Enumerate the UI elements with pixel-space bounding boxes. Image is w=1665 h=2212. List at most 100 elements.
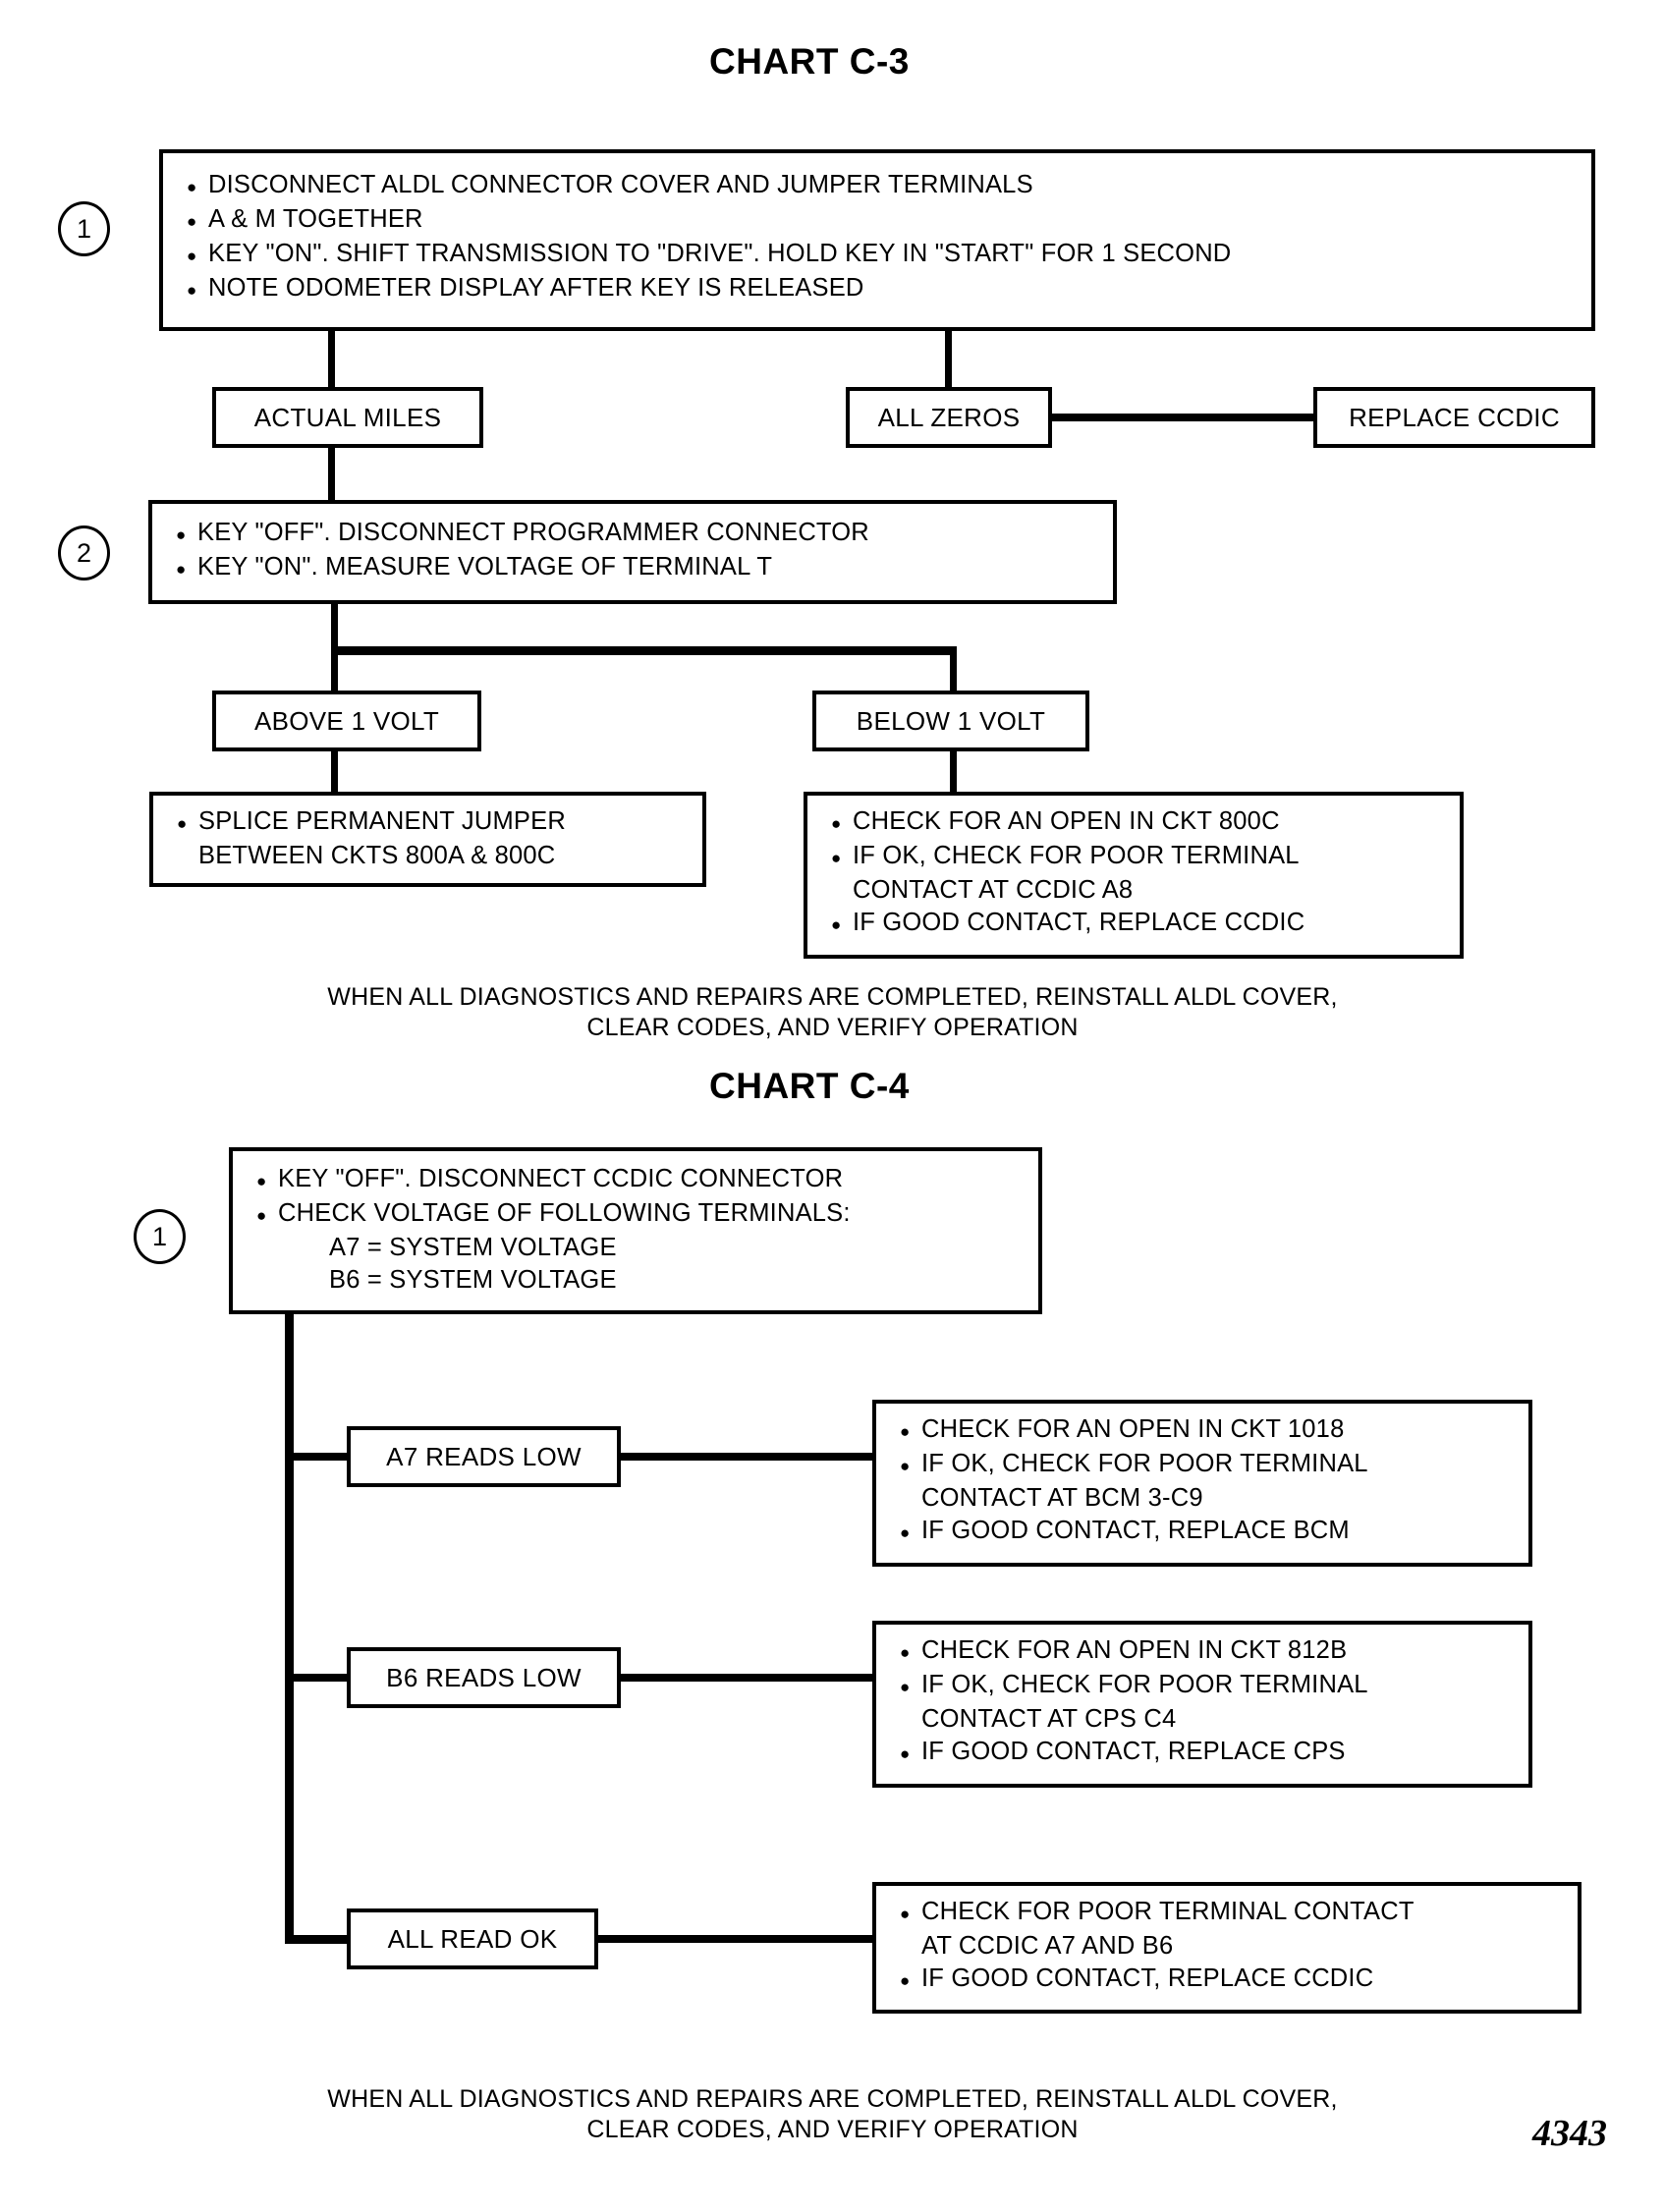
chart-c3-step-1-box: DISCONNECT ALDL CONNECTOR COVER AND JUMP…: [159, 149, 1595, 331]
bullet-icon: [256, 1163, 278, 1197]
footnote-line: CLEAR CODES, AND VERIFY OPERATION: [586, 1014, 1079, 1041]
connector-vertical: [328, 448, 335, 500]
instruction-line: CHECK FOR AN OPEN IN CKT 1018: [900, 1413, 1519, 1448]
connector-horizontal: [621, 1453, 876, 1461]
result-label: REPLACE CCDIC: [1349, 402, 1560, 432]
footnote-line: CLEAR CODES, AND VERIFY OPERATION: [586, 2116, 1079, 2143]
chart-c4-result-ok-box: CHECK FOR POOR TERMINAL CONTACT AT CCDIC…: [872, 1882, 1582, 2014]
instruction-line: CONTACT AT CPS C4: [921, 1705, 1177, 1733]
connector-horizontal: [1052, 414, 1313, 421]
bullet-icon: [187, 169, 208, 203]
connector-vertical: [331, 604, 338, 653]
connector-vertical: [331, 646, 338, 691]
bullet-icon: [900, 1736, 921, 1770]
footnote-line: WHEN ALL DIAGNOSTICS AND REPAIRS ARE COM…: [327, 2085, 1338, 2113]
branch-label: ACTUAL MILES: [253, 402, 442, 432]
connector-vertical: [950, 646, 957, 691]
branch-label: A7 READS LOW: [386, 1441, 582, 1471]
instruction-line: IF GOOD CONTACT, REPLACE CPS: [900, 1736, 1519, 1770]
branch-label: B6 READS LOW: [386, 1662, 582, 1692]
instruction-line: B6 = SYSTEM VOLTAGE: [329, 1266, 617, 1294]
bullet-icon: [831, 805, 853, 840]
branch-label: ABOVE 1 VOLT: [253, 705, 440, 736]
connector-vertical: [331, 751, 338, 796]
instruction-line: IF OK, CHECK FOR POOR TERMINAL: [900, 1669, 1519, 1703]
chart-c4-result-a7-box: CHECK FOR AN OPEN IN CKT 1018 IF OK, CHE…: [872, 1400, 1532, 1567]
instruction-line: KEY "OFF". DISCONNECT PROGRAMMER CONNECT…: [176, 517, 1103, 551]
chart-c3-footnote: WHEN ALL DIAGNOSTICS AND REPAIRS ARE COM…: [0, 982, 1665, 1043]
instruction-line: IF GOOD CONTACT, REPLACE CCDIC: [831, 907, 1450, 941]
chart-c4-step-1-marker: 1: [134, 1209, 186, 1264]
chart-c4-step-1-box: KEY "OFF". DISCONNECT CCDIC CONNECTOR CH…: [229, 1147, 1042, 1314]
instruction-line: CHECK VOLTAGE OF FOLLOWING TERMINALS:: [256, 1197, 1028, 1232]
bullet-icon: [900, 1963, 921, 1997]
chart-c4-title: CHART C-4: [709, 1066, 910, 1106]
chart-c4-footnote: WHEN ALL DIAGNOSTICS AND REPAIRS ARE COM…: [0, 2084, 1665, 2145]
instruction-line: SPLICE PERMANENT JUMPER: [177, 805, 693, 840]
instruction-line: CHECK FOR AN OPEN IN CKT 800C: [831, 805, 1450, 840]
instruction-line: NOTE ODOMETER DISPLAY AFTER KEY IS RELEA…: [187, 272, 1582, 306]
chart-c3-step-1-marker: 1: [58, 201, 110, 256]
instruction-line: CHECK FOR POOR TERMINAL CONTACT: [900, 1896, 1568, 1930]
footnote-line: WHEN ALL DIAGNOSTICS AND REPAIRS ARE COM…: [327, 983, 1338, 1011]
chart-c3-result-above-box: SPLICE PERMANENT JUMPER BETWEEN CKTS 800…: [149, 792, 706, 887]
instruction-line: IF OK, CHECK FOR POOR TERMINAL: [831, 840, 1450, 874]
bullet-icon: [900, 1634, 921, 1669]
chart-c3-branch-below-1-volt: BELOW 1 VOLT: [812, 691, 1089, 751]
chart-c3-branch-above-1-volt: ABOVE 1 VOLT: [212, 691, 481, 751]
instruction-line: A & M TOGETHER: [187, 203, 1582, 238]
connector-vertical: [950, 751, 957, 796]
chart-c3-result-below-box: CHECK FOR AN OPEN IN CKT 800C IF OK, CHE…: [804, 792, 1464, 959]
bullet-icon: [177, 805, 198, 840]
connector-vertical-spine: [285, 1314, 294, 1943]
connector-horizontal: [285, 1453, 350, 1461]
chart-c4-branch-all-read-ok: ALL READ OK: [347, 1908, 598, 1969]
instruction-line: AT CCDIC A7 AND B6: [921, 1932, 1174, 1960]
bullet-icon: [900, 1448, 921, 1482]
chart-c4-result-b6-box: CHECK FOR AN OPEN IN CKT 812B IF OK, CHE…: [872, 1621, 1532, 1788]
connector-horizontal: [331, 646, 957, 655]
bullet-icon: [187, 272, 208, 306]
branch-label: ALL READ OK: [387, 1923, 558, 1954]
chart-c3-title: CHART C-3: [709, 41, 910, 82]
connector-horizontal: [285, 1935, 350, 1944]
instruction-line: DISCONNECT ALDL CONNECTOR COVER AND JUMP…: [187, 169, 1582, 203]
bullet-icon: [187, 203, 208, 238]
connector-horizontal: [285, 1674, 350, 1682]
instruction-line: KEY "ON". MEASURE VOLTAGE OF TERMINAL T: [176, 551, 1103, 585]
instruction-line: KEY "ON". SHIFT TRANSMISSION TO "DRIVE".…: [187, 238, 1582, 272]
connector-horizontal: [621, 1674, 876, 1682]
bullet-icon: [900, 1669, 921, 1703]
instruction-line: IF GOOD CONTACT, REPLACE BCM: [900, 1515, 1519, 1549]
bullet-icon: [176, 551, 197, 585]
bullet-icon: [831, 840, 853, 874]
page-number: 4343: [1532, 2113, 1607, 2154]
bullet-icon: [900, 1413, 921, 1448]
connector-vertical: [945, 331, 952, 387]
instruction-line: IF OK, CHECK FOR POOR TERMINAL: [900, 1448, 1519, 1482]
bullet-icon: [831, 907, 853, 941]
chart-c4-branch-a7-reads-low: A7 READS LOW: [347, 1426, 621, 1487]
instruction-line: CONTACT AT BCM 3-C9: [921, 1484, 1203, 1512]
chart-c3-step-2-box: KEY "OFF". DISCONNECT PROGRAMMER CONNECT…: [148, 500, 1117, 604]
instruction-line: CHECK FOR AN OPEN IN CKT 812B: [900, 1634, 1519, 1669]
branch-label: ALL ZEROS: [877, 402, 1021, 432]
connector-horizontal: [598, 1935, 876, 1943]
bullet-icon: [900, 1896, 921, 1930]
instruction-line: IF GOOD CONTACT, REPLACE CCDIC: [900, 1963, 1568, 1997]
instruction-line: KEY "OFF". DISCONNECT CCDIC CONNECTOR: [256, 1163, 1028, 1197]
bullet-icon: [176, 517, 197, 551]
bullet-icon: [900, 1515, 921, 1549]
chart-c3-branch-all-zeros: ALL ZEROS: [846, 387, 1052, 448]
chart-c4-branch-b6-reads-low: B6 READS LOW: [347, 1647, 621, 1708]
chart-c3-step-2-marker: 2: [58, 525, 110, 581]
instruction-line: CONTACT AT CCDIC A8: [853, 876, 1134, 904]
chart-c3-result-replace-ccdic: REPLACE CCDIC: [1313, 387, 1595, 448]
bullet-icon: [187, 238, 208, 272]
chart-c3-branch-actual-miles: ACTUAL MILES: [212, 387, 483, 448]
instruction-line: BETWEEN CKTS 800A & 800C: [198, 842, 556, 869]
branch-label: BELOW 1 VOLT: [856, 705, 1046, 736]
connector-vertical: [328, 331, 335, 387]
instruction-line: A7 = SYSTEM VOLTAGE: [329, 1234, 617, 1261]
